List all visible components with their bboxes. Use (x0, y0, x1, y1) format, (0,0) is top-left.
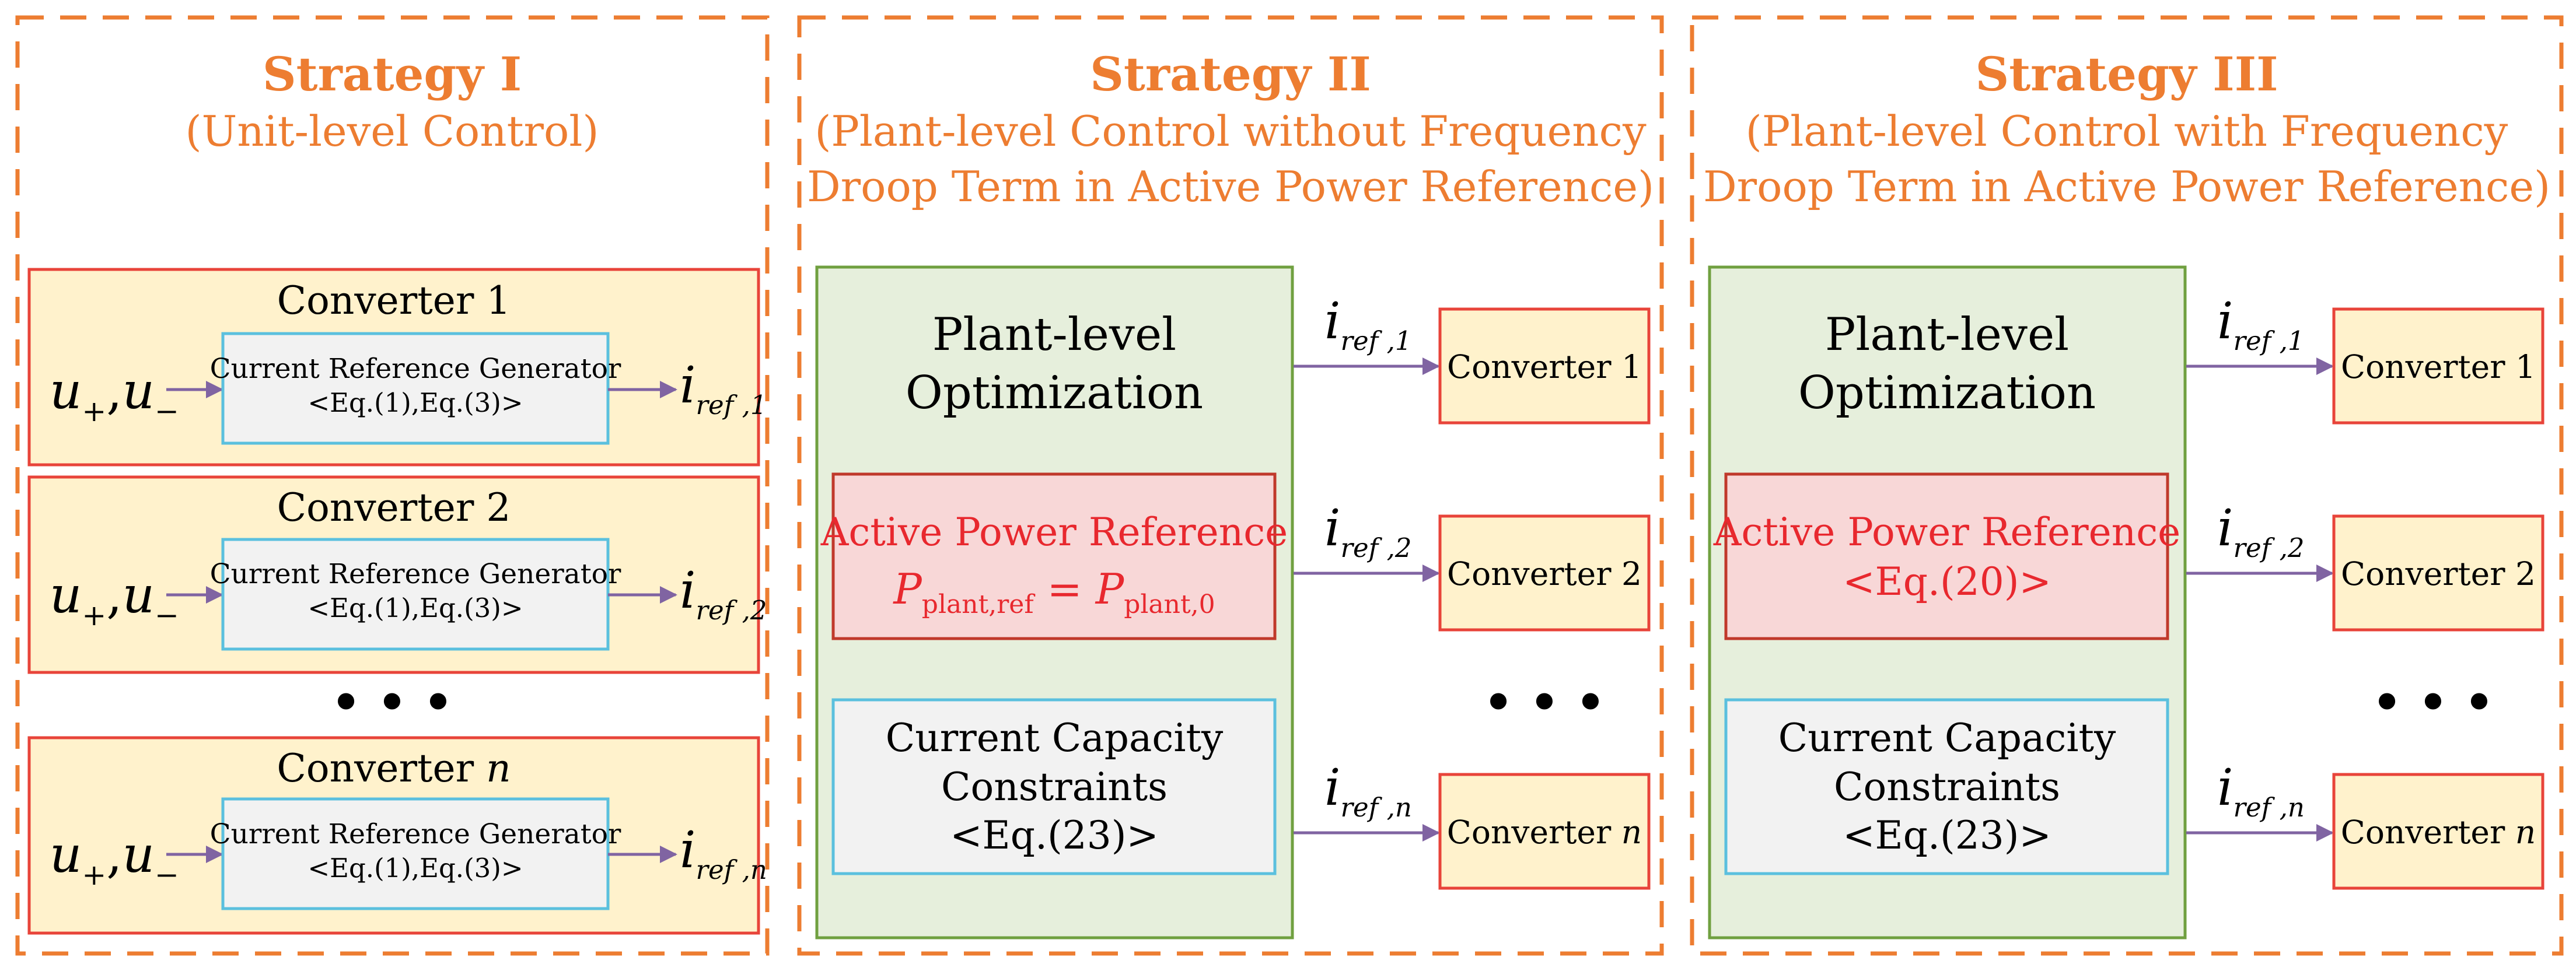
s3-converter-box (2332, 514, 2544, 632)
s3-converter-label: Converter n (2341, 814, 2536, 851)
s1-ellipsis: • • • (331, 675, 453, 730)
strategy-2-title: Strategy II (1090, 47, 1371, 101)
s1-generator-box (221, 538, 610, 651)
s3-active-power-title: Active Power Reference (1713, 510, 2181, 555)
s2-converter-label: Converter n (1447, 814, 1642, 851)
s1-output-current: iref ,n (680, 821, 767, 885)
s1-generator-eq: <Eq.(1),Eq.(3)> (307, 853, 523, 884)
s1-converter-label: Converter n (277, 746, 511, 791)
s3-converter-label: Converter 1 (2341, 348, 2536, 385)
s2-ccc-line1: Current Capacity (886, 716, 1224, 760)
s3-plant-title-line2: Optimization (1798, 367, 2096, 419)
s3-converter-label: Converter 2 (2341, 555, 2536, 593)
s1-generator-eq: <Eq.(1),Eq.(3)> (307, 387, 523, 418)
s2-ccc-line3: <Eq.(23)> (950, 813, 1159, 858)
s2-output-n: iref ,n Converter n (1294, 759, 1651, 890)
strategy-3-subtitle-line2: Droop Term in Active Power Reference) (1703, 162, 2550, 211)
s1-output-current: iref ,2 (680, 562, 767, 626)
strategy-3-panel: Strategy III (Plant-level Control with F… (1690, 15, 2564, 956)
s1-input-voltages: u+,u− (50, 362, 179, 428)
s2-plant-title-line2: Optimization (906, 367, 1203, 419)
s1-converter-block-1: Converter 1 u+,u− Current Reference Gene… (27, 268, 767, 467)
s1-converter-label: Converter 2 (277, 485, 511, 530)
s2-current-capacity-box (831, 698, 1277, 875)
s3-converter-box (2332, 773, 2544, 890)
s1-generator-box (221, 797, 610, 910)
strategy-1-subtitle: (Unit-level Control) (186, 107, 599, 156)
s2-converter-box (1438, 514, 1651, 632)
s2-output-1: iref ,1 Converter 1 (1294, 292, 1651, 425)
strategy-2-subtitle-line1: (Plant-level Control without Frequency (815, 107, 1647, 156)
s3-converter-box (2332, 307, 2544, 425)
s3-output-2: iref ,2 Converter 2 (2186, 499, 2544, 632)
s1-input-voltages: u+,u− (50, 566, 179, 632)
s2-converter-label: Converter 2 (1447, 555, 1642, 593)
s2-active-power-box (831, 472, 1277, 640)
s1-converter-block-n: Converter n u+,u− Current Reference Gene… (27, 736, 767, 935)
s1-input-voltages: u+,u− (50, 826, 179, 892)
s3-output-current: iref ,n (2217, 759, 2305, 823)
strategy-1-panel: Strategy I (Unit-level Control) Converte… (15, 15, 770, 956)
s2-plant-title-line1: Plant-level (932, 309, 1176, 361)
s2-ccc-line2: Constraints (941, 765, 1168, 809)
s1-output-current: iref ,1 (680, 356, 767, 420)
s2-output-current: iref ,1 (1324, 292, 1412, 356)
s1-generator-box (221, 332, 610, 445)
strategy-3-subtitle-line1: (Plant-level Control with Frequency (1746, 107, 2508, 156)
s2-output-2: iref ,2 Converter 2 (1294, 499, 1651, 632)
s1-generator-title: Current Reference Generator (210, 558, 621, 590)
s3-output-n: iref ,n Converter n (2186, 759, 2544, 890)
strategy-2-panel: Strategy II (Plant-level Control without… (797, 15, 1664, 956)
strategy-2-subtitle-line2: Droop Term in Active Power Reference) (807, 162, 1654, 211)
s3-ccc-line2: Constraints (1834, 765, 2060, 809)
s1-generator-title: Current Reference Generator (210, 353, 621, 385)
s3-output-1: iref ,1 Converter 1 (2186, 292, 2544, 425)
strategy-3-border (1690, 15, 2564, 956)
s3-ccc-line1: Current Capacity (1778, 716, 2116, 760)
s3-current-capacity-box (1724, 698, 2169, 875)
s2-converter-box (1438, 773, 1651, 890)
strategy-1-border (15, 15, 770, 956)
strategy-2-border (797, 15, 1664, 956)
s2-converter-label: Converter 1 (1447, 348, 1642, 385)
s3-active-power-box (1724, 472, 2169, 640)
s1-generator-title: Current Reference Generator (210, 818, 621, 850)
s2-active-power-formula: Pplant,ref = Pplant,0 (892, 565, 1215, 619)
s3-ccc-line3: <Eq.(23)> (1843, 813, 2051, 858)
s2-converter-box (1438, 307, 1651, 425)
s3-active-power-eq: <Eq.(20)> (1843, 559, 2051, 604)
s1-converter-block-2: Converter 2 u+,u− Current Reference Gene… (27, 475, 767, 674)
strategy-1-title: Strategy I (263, 47, 522, 101)
s2-output-current: iref ,2 (1324, 499, 1412, 563)
s1-generator-eq: <Eq.(1),Eq.(3)> (307, 593, 523, 623)
s1-converter-label: Converter 1 (277, 278, 511, 323)
strategy-3-title: Strategy III (1975, 47, 2278, 101)
s2-active-power-title: Active Power Reference (820, 510, 1288, 555)
s3-output-current: iref ,2 (2217, 499, 2305, 563)
s2-ellipsis: • • • (1483, 675, 1605, 730)
s2-output-current: iref ,n (1324, 759, 1412, 823)
s3-output-current: iref ,1 (2217, 292, 2305, 356)
s3-ellipsis: • • • (2372, 675, 2494, 730)
s3-plant-title-line1: Plant-level (1825, 309, 2069, 361)
